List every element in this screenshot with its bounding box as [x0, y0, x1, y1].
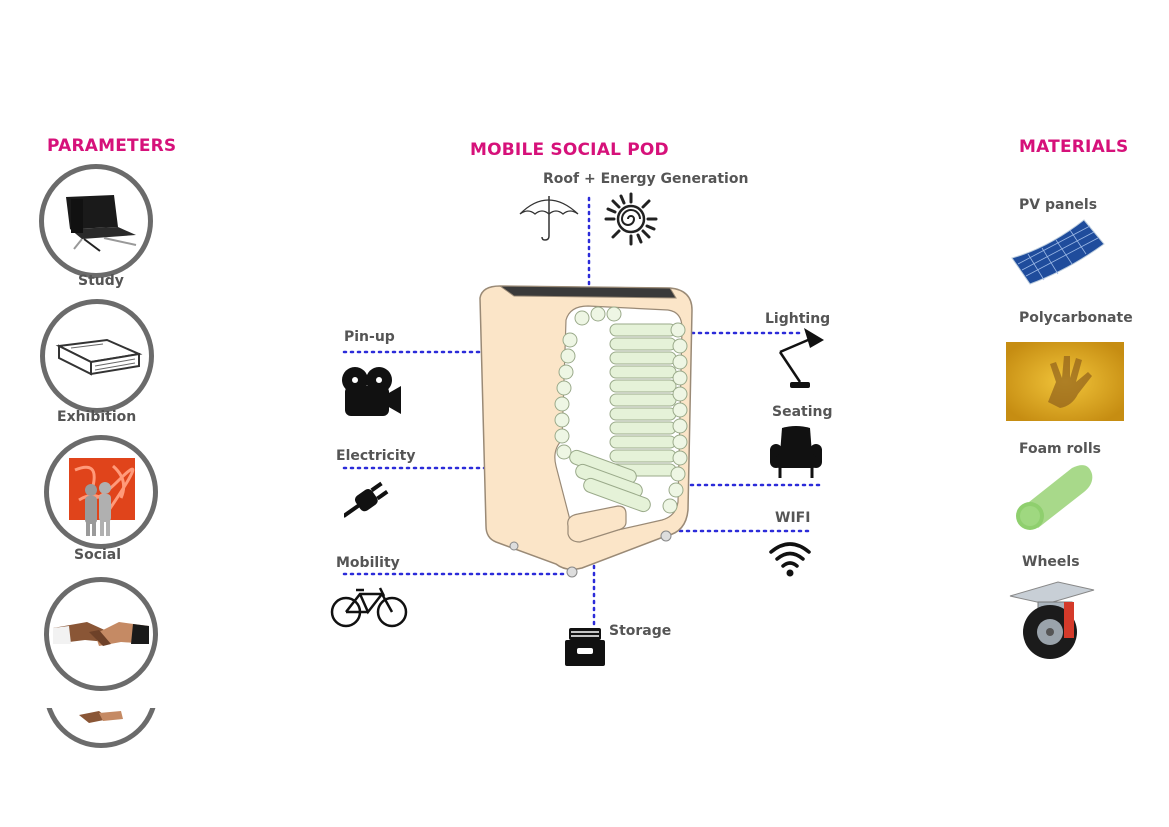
book-icon	[55, 338, 143, 376]
caster-wheel-icon	[1002, 578, 1098, 668]
bicycle-icon	[330, 584, 408, 630]
pod-heading: MOBILE SOCIAL POD	[470, 140, 669, 160]
parameter-circle-partial	[44, 708, 158, 748]
feature-label-seating: Seating	[772, 404, 833, 420]
armchair-icon	[768, 424, 824, 480]
parameter-circle-handshake	[44, 577, 158, 691]
parameter-circle-social	[44, 435, 158, 549]
film-camera-icon	[339, 364, 403, 418]
feature-label-wifi: WIFI	[775, 510, 811, 526]
material-label-pv: PV panels	[1019, 197, 1098, 213]
parameter-label-study: Study	[78, 273, 124, 289]
materials-heading: MATERIALS	[1019, 137, 1129, 157]
feature-label-lighting: Lighting	[765, 311, 831, 327]
plug-icon	[344, 478, 392, 520]
feature-label-mobility: Mobility	[336, 555, 400, 571]
sun-icon	[604, 192, 658, 246]
lounge-chair-icon	[66, 195, 137, 252]
handshake-icon	[53, 622, 149, 646]
desk-lamp-icon	[770, 326, 826, 392]
parameter-circle-study	[39, 164, 153, 278]
umbrella-icon	[518, 192, 580, 242]
art-exhibition-icon	[69, 458, 135, 536]
pv-panel-icon	[1008, 218, 1106, 292]
material-label-polycarbonate: Polycarbonate	[1019, 310, 1133, 326]
foam-roll-icon	[1010, 460, 1096, 536]
pod-drawing	[479, 285, 693, 578]
storage-drawer-icon	[563, 626, 607, 668]
parameter-circle-exhibition	[40, 299, 154, 413]
feature-label-roof: Roof + Energy Generation	[543, 171, 749, 187]
parameter-label-social: Social	[74, 547, 122, 563]
material-label-foam: Foam rolls	[1019, 441, 1101, 457]
feature-label-storage: Storage	[609, 623, 672, 639]
wifi-icon	[768, 540, 812, 578]
parameter-label-exhibition: Exhibition	[57, 409, 137, 425]
feature-label-electricity: Electricity	[336, 448, 416, 464]
material-label-wheels: Wheels	[1022, 554, 1080, 570]
parameters-heading: PARAMETERS	[47, 136, 177, 156]
polycarbonate-icon	[1006, 342, 1124, 421]
handshake-partial-icon	[79, 711, 123, 723]
feature-label-pinup: Pin-up	[344, 329, 395, 345]
